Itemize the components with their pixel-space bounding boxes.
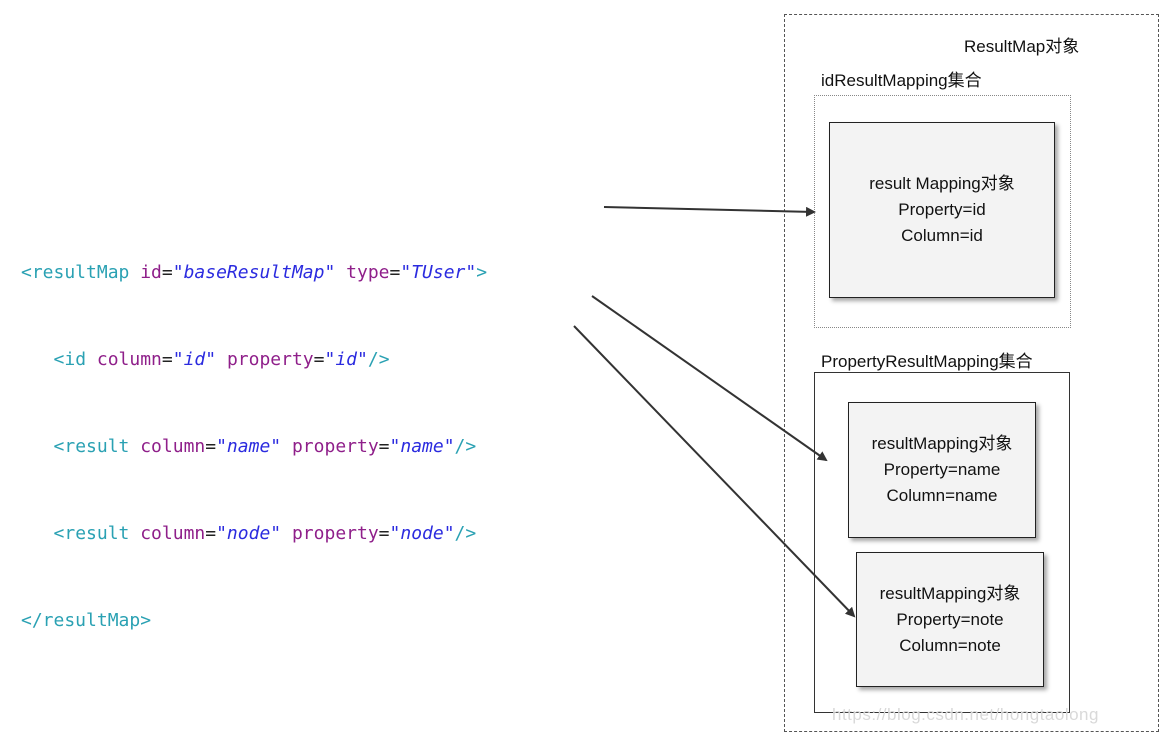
mapping-box-property: Property=id (898, 200, 986, 219)
attr-value: "id" (172, 349, 217, 370)
mapping-box-column: Column=name (886, 486, 998, 505)
code-line-result-node: <result column="node" property="node"/> (53, 523, 477, 544)
watermark: https://blog.csdn.net/hongtaolong (832, 705, 1099, 724)
mapping-box-title: resultMapping对象 (879, 583, 1021, 603)
id-group-title: idResultMapping集合 (821, 71, 982, 90)
name-mapping-box: resultMapping对象 Property=name Column=nam… (848, 402, 1036, 538)
mapping-box-title: result Mapping对象 (869, 174, 1015, 193)
xml-code-block: <resultMap id="baseResultMap" type="TUse… (21, 200, 487, 664)
code-line-id: <id column="id" property="id"/> (53, 349, 390, 370)
attr-value: "name" (216, 436, 282, 457)
attr-name: column (140, 523, 206, 544)
tag-close: /> (454, 523, 477, 544)
mapping-box-property: Property=note (896, 609, 1004, 629)
arrow-note (573, 325, 856, 618)
attr-value: "name" (389, 436, 455, 457)
tag-close: /> (454, 436, 477, 457)
attr-name: type (346, 262, 390, 283)
tag-close: > (476, 262, 488, 283)
resultmap-container (784, 14, 1159, 732)
attr-name: property (226, 349, 314, 370)
mapping-box-column: Column=note (899, 635, 1001, 655)
attr-value: "node" (389, 523, 455, 544)
tag-open: <result (53, 523, 130, 544)
id-mapping-box: result Mapping对象 Property=id Column=id (829, 122, 1055, 298)
tag-open: <id (53, 349, 87, 370)
attr-value: "id" (324, 349, 368, 370)
attr-name: property (291, 436, 379, 457)
attr-name: column (96, 349, 162, 370)
tag-open: <resultMap (21, 262, 130, 283)
note-mapping-box: resultMapping对象 Property=note Column=not… (856, 552, 1044, 687)
mapping-box-column: Column=id (901, 226, 983, 245)
tag-close: </resultMap> (21, 610, 152, 631)
mapping-box-property: Property=name (883, 460, 1001, 479)
arrow-id (603, 206, 816, 217)
resultmap-title: ResultMap对象 (964, 37, 1080, 56)
tag-open: <result (53, 436, 130, 457)
property-group-title: PropertyResultMapping集合 (821, 352, 1033, 371)
arrow-name (591, 295, 828, 462)
tag-close: /> (367, 349, 390, 370)
attr-value: "node" (216, 523, 282, 544)
attr-name: property (291, 523, 379, 544)
property-resultmapping-group (814, 372, 1070, 713)
code-line-resultmap-open: <resultMap id="baseResultMap" type="TUse… (21, 262, 488, 283)
mapping-box-title: resultMapping对象 (871, 434, 1013, 453)
attr-value: "TUser" (400, 262, 477, 283)
attr-value: "baseResultMap" (172, 262, 336, 283)
code-line-resultmap-close: </resultMap> (21, 606, 487, 635)
attr-name: id (140, 262, 162, 283)
attr-name: column (140, 436, 206, 457)
code-line-result-name: <result column="name" property="name"/> (53, 436, 477, 457)
